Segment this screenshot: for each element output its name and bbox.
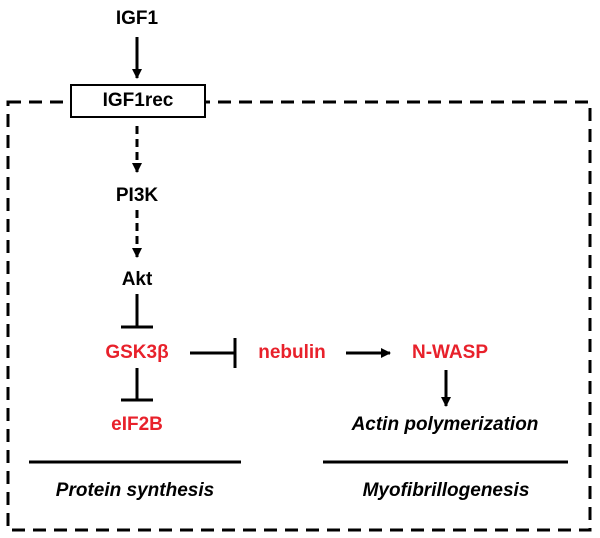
akt-label: Akt xyxy=(121,269,153,290)
nebulin-label: nebulin xyxy=(258,342,326,363)
inhibition-akt-to-gsk3b xyxy=(121,294,153,329)
nwasp-label: N-WASP xyxy=(412,342,488,363)
eif2b-label: eIF2B xyxy=(111,414,163,435)
actin-polymerization-label: Actin polymerization xyxy=(351,414,539,435)
inhibition-gsk3b-to-nebulin xyxy=(190,338,237,368)
cell-boundary-dashed-box xyxy=(6,100,592,532)
igf1rec-box: IGF1rec xyxy=(70,84,206,118)
igf1-label: IGF1 xyxy=(115,8,159,29)
pi3k-label: PI3K xyxy=(115,185,159,206)
gsk3b-label: GSK3β xyxy=(105,342,169,363)
protein-synthesis-label: Protein synthesis xyxy=(55,480,215,501)
inhibition-gsk3b-to-eif2b xyxy=(121,368,153,402)
myofibrillogenesis-label: Myofibrillogenesis xyxy=(362,480,530,501)
